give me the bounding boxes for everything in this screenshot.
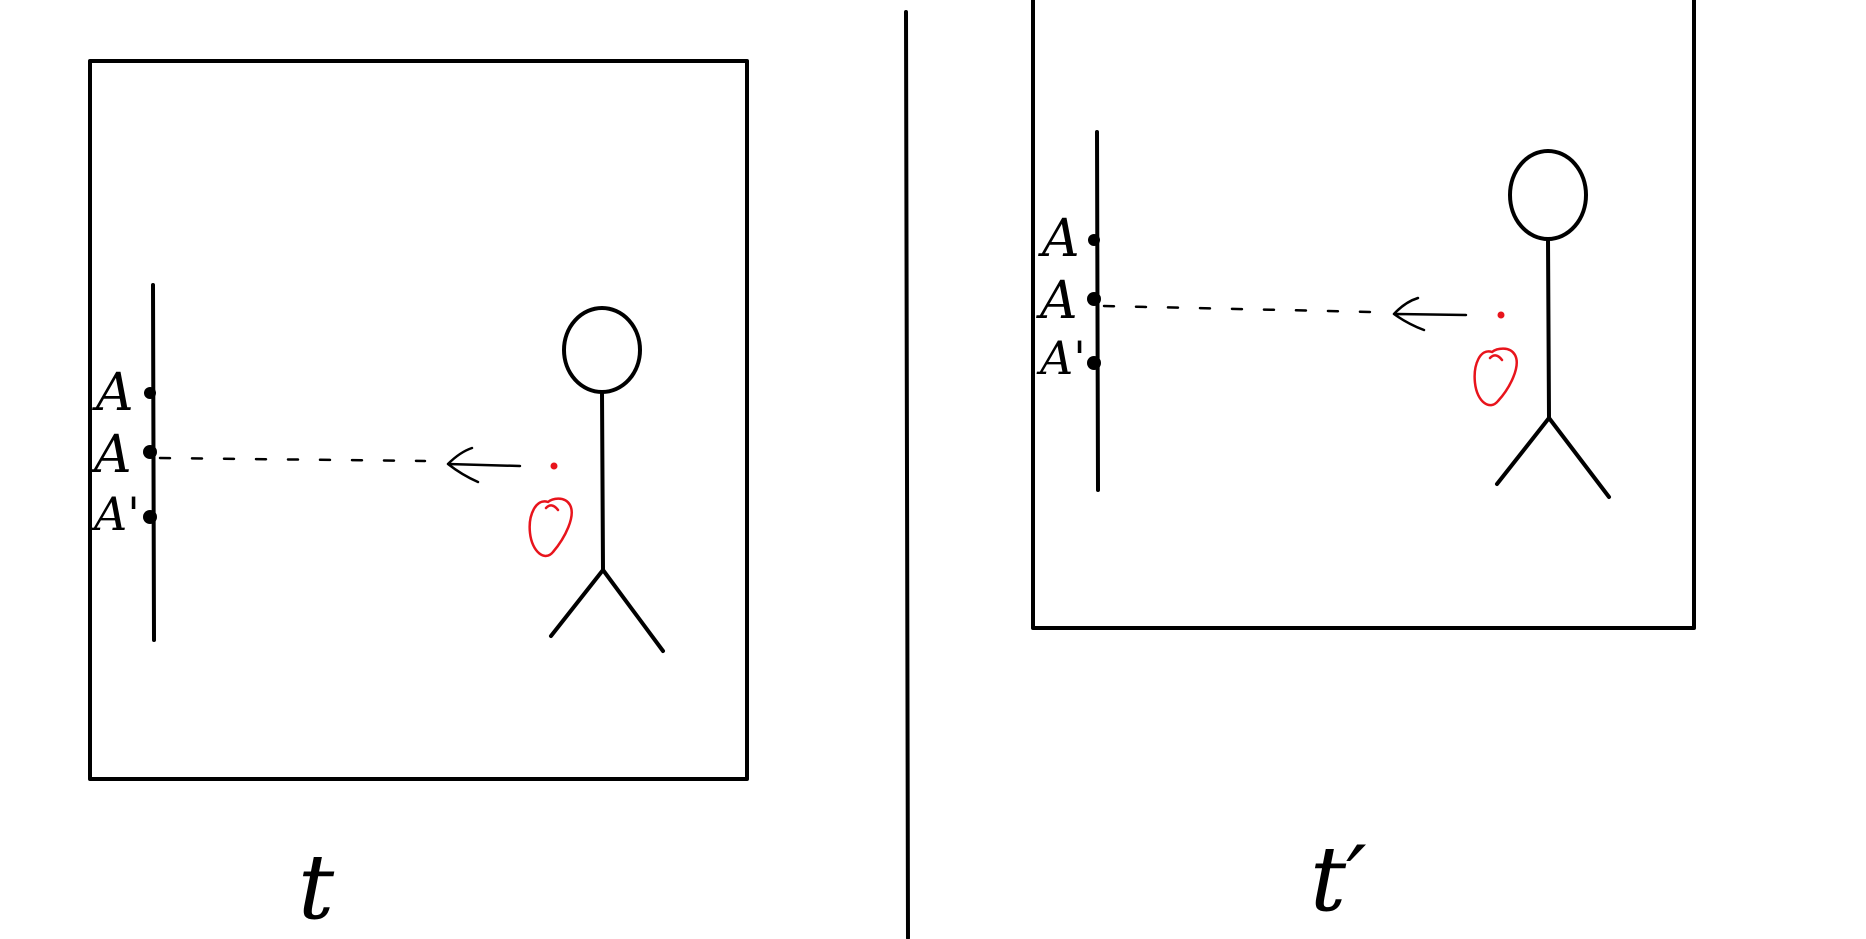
- panel-t-prime-figure-head: [1508, 149, 1588, 241]
- panel-t-point-middle: [143, 445, 157, 459]
- panel-t-prime-point-bottom: [1087, 356, 1101, 370]
- panel-t-prime-caption: t′: [1310, 827, 1367, 932]
- panel-t-figure-head: [562, 306, 642, 394]
- panel-t-figure-body: [600, 390, 605, 572]
- panel-t-red-shape: [528, 497, 573, 558]
- panel-t-prime-red-dot: [1497, 311, 1505, 319]
- panel-t-stick-figure: [549, 306, 665, 653]
- panel-t-prime: A A A' t′: [1031, 0, 1696, 932]
- panel-t-point-top: [144, 387, 156, 399]
- panel-t-sight-line: [158, 456, 427, 463]
- panel-t-prime-label-bottom: A': [1036, 331, 1086, 385]
- panel-t-prime-sight-line: [1102, 304, 1374, 314]
- panel-t-caption: t: [298, 835, 335, 939]
- panel-t-screen-line: [151, 283, 156, 642]
- panel-t-prime-arrow: [1392, 296, 1468, 332]
- panel-t-prime-figure-right-leg: [1547, 416, 1611, 499]
- panel-t-prime-figure-body: [1546, 237, 1551, 420]
- panel-t-prime-point-top: [1088, 234, 1100, 246]
- panel-t-prime-screen-line: [1095, 130, 1100, 492]
- panel-t: A A A' t: [88, 59, 749, 939]
- panel-t-prime-label-top: A: [1038, 209, 1080, 269]
- panel-t-prime-figure-left-leg: [1495, 416, 1551, 486]
- panel-t-prime-point-middle: [1087, 292, 1101, 306]
- panel-t-figure-right-leg: [601, 568, 665, 653]
- panel-t-frame: [88, 59, 749, 781]
- panel-t-label-top: A: [92, 363, 134, 423]
- panel-t-figure-left-leg: [549, 568, 605, 638]
- panel-divider: [904, 10, 910, 939]
- panel-t-prime-frame: [1031, 0, 1696, 630]
- panel-t-label-bottom: A': [90, 487, 140, 541]
- panel-t-point-bottom: [143, 510, 157, 524]
- panel-t-prime-stick-figure: [1495, 149, 1611, 499]
- panel-t-prime-red-shape: [1473, 347, 1518, 407]
- panel-t-label-middle: A: [90, 425, 132, 485]
- panel-t-prime-label-middle: A: [1036, 271, 1078, 331]
- panel-t-red-dot: [550, 462, 558, 470]
- panel-t-arrow: [446, 446, 522, 484]
